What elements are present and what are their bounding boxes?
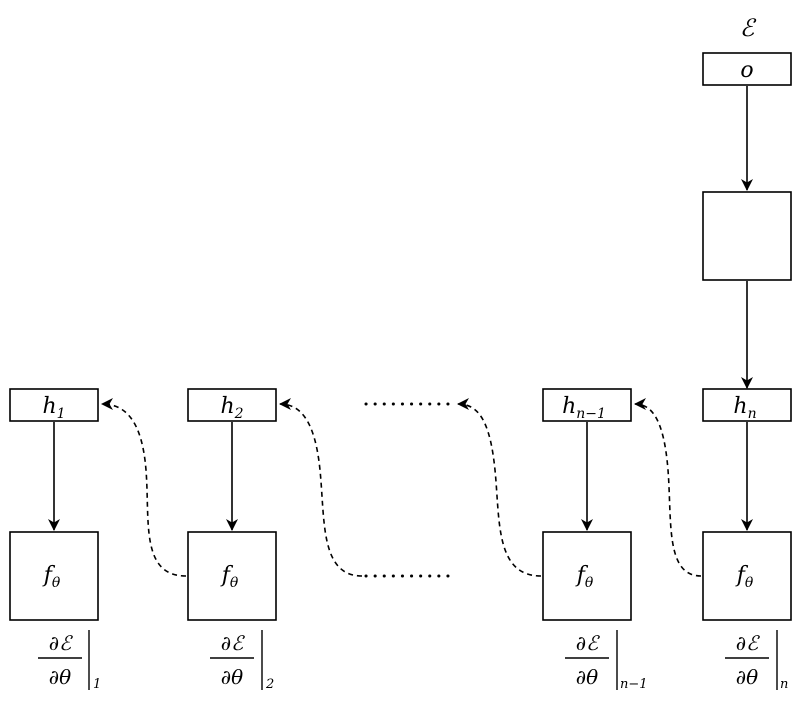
svg-text:n−1: n−1 (620, 677, 648, 692)
dashed-arrow-fgap-to-h2 (279, 398, 363, 577)
hidden-state-h1: h1 (9, 388, 99, 422)
svg-text:hn−1: hn−1 (562, 394, 606, 422)
hidden-state-hn-1: hn−1 (542, 388, 632, 422)
svg-text:h2: h2 (220, 394, 243, 422)
svg-text:∂θ: ∂θ (221, 665, 243, 689)
svg-text:1: 1 (93, 677, 101, 692)
svg-text:∂ℰ: ∂ℰ (221, 631, 245, 655)
gradient-label-n-1: ∂ℰ ∂θ n−1 (565, 630, 648, 692)
loss-label: ℰ (740, 14, 757, 42)
gradient-label-n: ∂ℰ ∂θ n (725, 630, 788, 692)
svg-text:∂θ: ∂θ (736, 665, 758, 689)
hidden-state-hn: hn (702, 388, 792, 422)
svg-text:∂ℰ: ∂ℰ (49, 631, 73, 655)
function-box-n-1: fθ (542, 531, 632, 621)
dashed-arrow-f2-to-h1 (101, 398, 187, 577)
svg-text:∂ℰ: ∂ℰ (736, 631, 760, 655)
svg-text:n: n (780, 677, 788, 692)
function-box-n: fθ (702, 531, 792, 621)
function-box-2: fθ (187, 531, 277, 621)
svg-text:∂θ: ∂θ (49, 665, 71, 689)
svg-text:hn: hn (733, 394, 756, 422)
hidden-state-h2: h2 (187, 388, 277, 422)
gradient-label-2: ∂ℰ ∂θ 2 (210, 630, 274, 692)
svg-text:2: 2 (265, 677, 274, 692)
output-node-label: o (740, 58, 753, 83)
dashed-arrow-fn-1-to-gap (457, 398, 542, 577)
svg-text:∂ℰ: ∂ℰ (576, 631, 600, 655)
gradient-label-1: ∂ℰ ∂θ 1 (38, 630, 101, 692)
output-layer-box (702, 191, 792, 281)
svg-text:∂θ: ∂θ (576, 665, 598, 689)
svg-text:h1: h1 (42, 394, 65, 422)
function-box-1: fθ (9, 531, 99, 621)
output-node-box (702, 52, 792, 86)
dashed-arrow-fn-to-hn-1 (634, 398, 702, 577)
